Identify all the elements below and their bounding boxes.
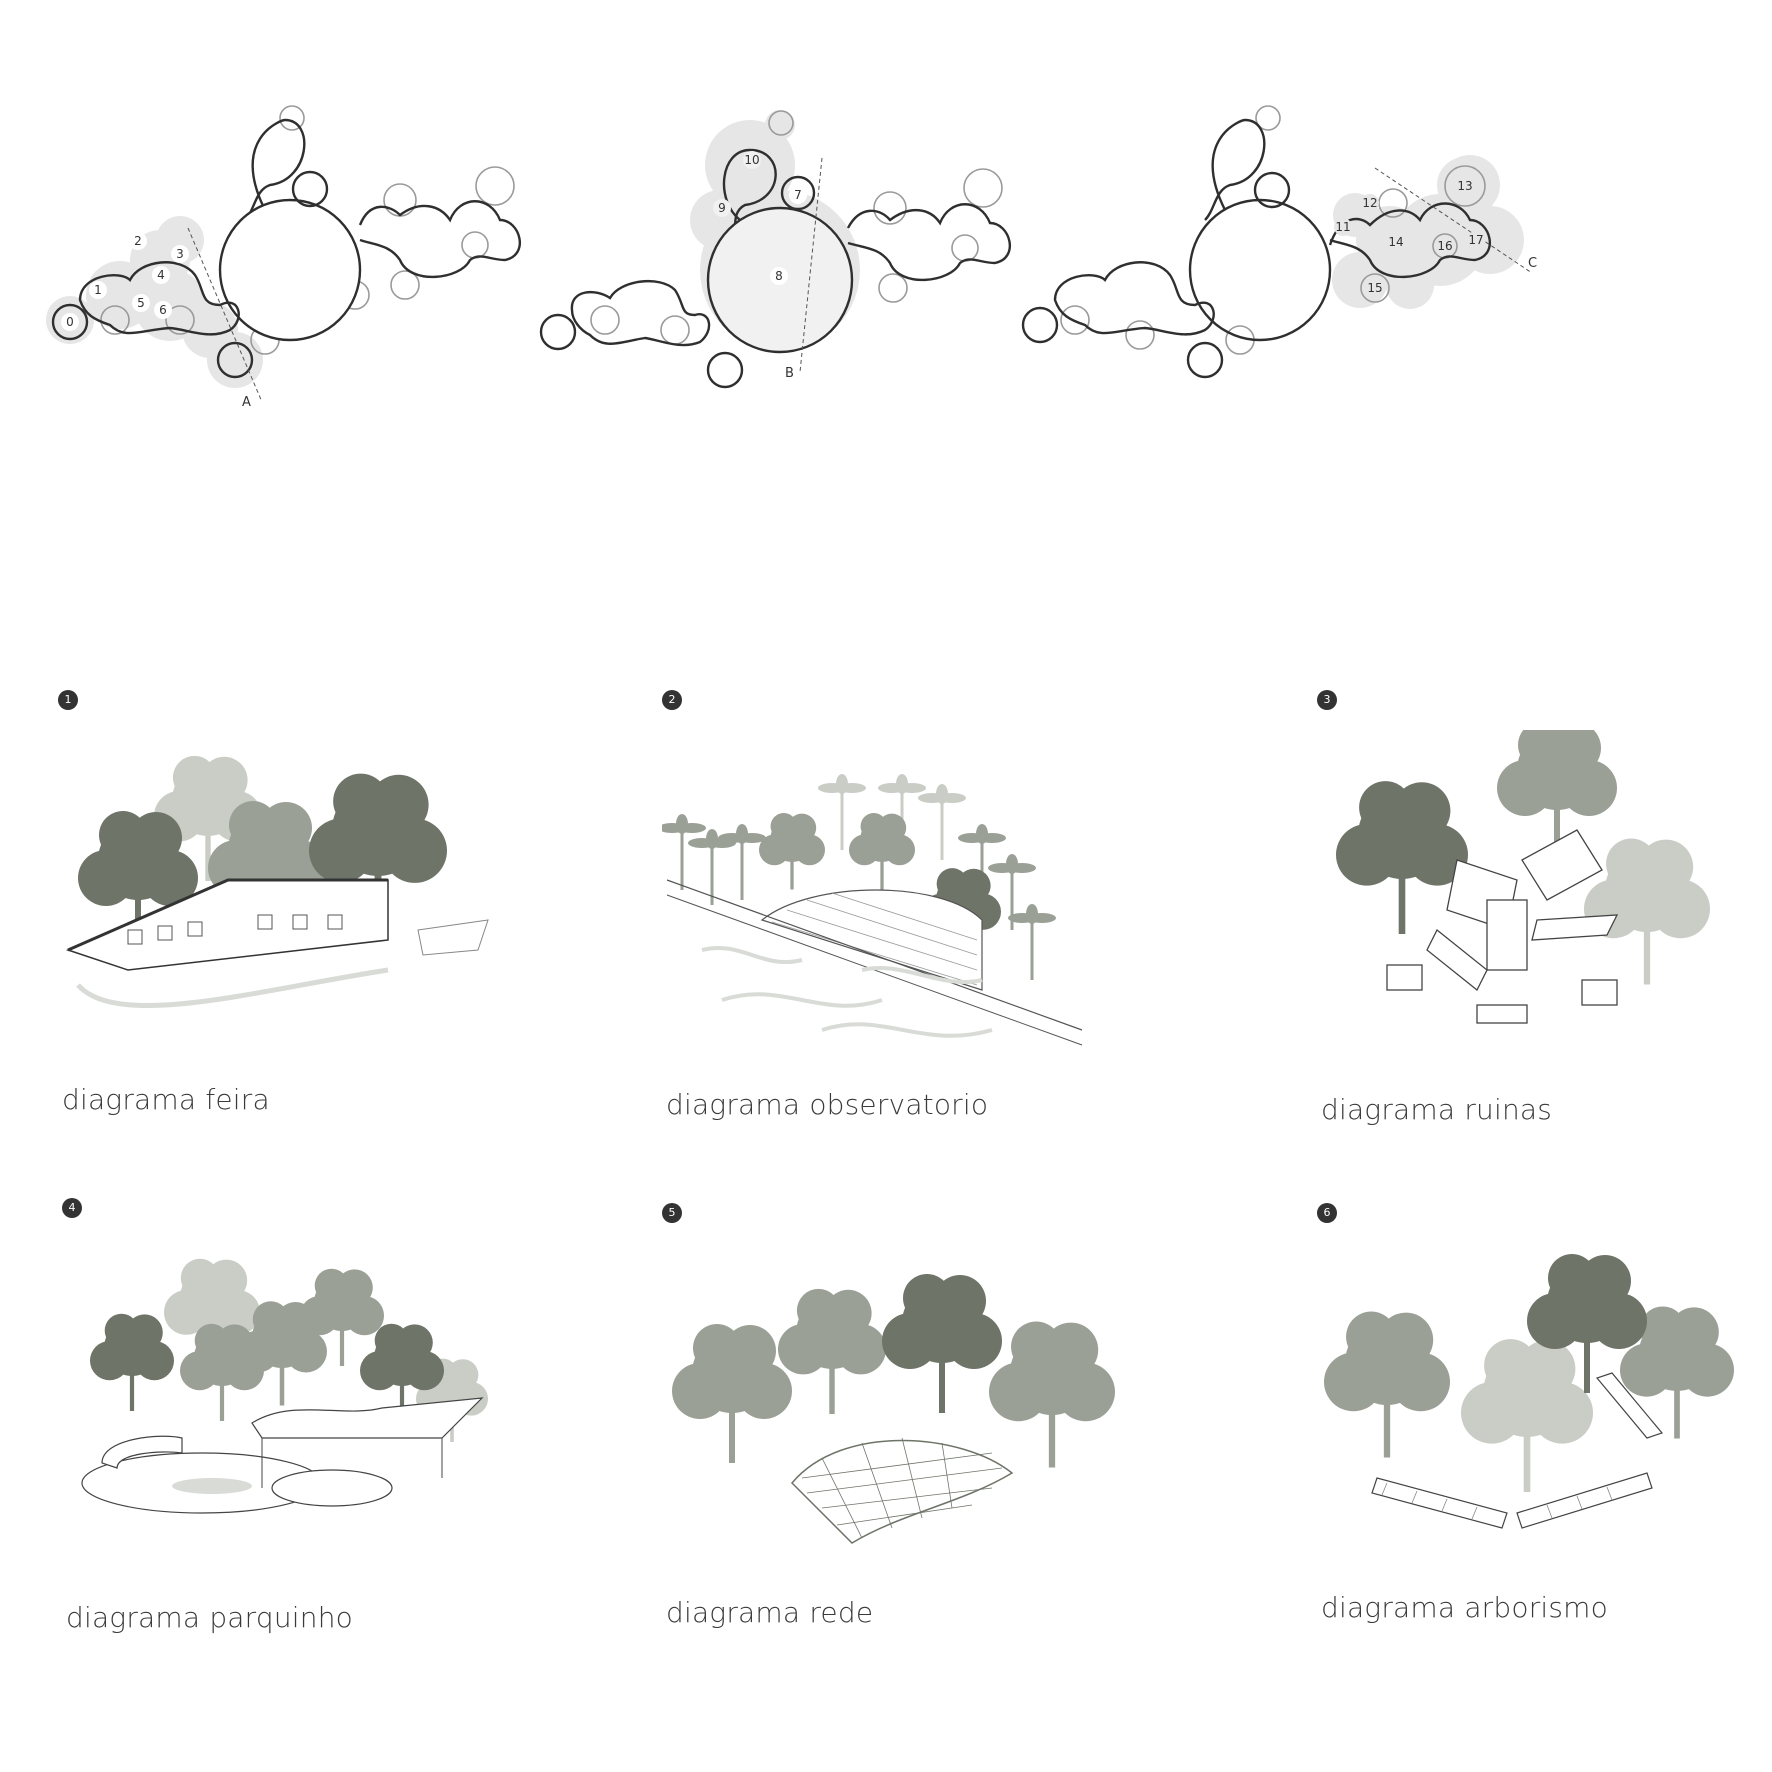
site-plan-1: A 0 1 2 3 4 5 6	[40, 80, 600, 480]
panel-caption: diagrama arborismo	[1321, 1591, 1608, 1624]
svg-text:12: 12	[1362, 196, 1377, 210]
svg-text:14: 14	[1388, 235, 1403, 249]
panel-number-badge: 2	[662, 690, 682, 710]
plan-2-drawing: B 10 9 7 8	[539, 110, 1011, 389]
section-line	[1374, 167, 1533, 274]
svg-text:2: 2	[134, 234, 142, 248]
illustration-feira	[58, 730, 528, 1060]
panel-number-badge: 5	[662, 1203, 682, 1223]
site-plan-2: B 10 9 7 8	[539, 80, 1160, 480]
panel-ruinas: 3 diagrama ruinas	[1317, 690, 1772, 1126]
panel-number-badge: 1	[58, 690, 78, 710]
panel-number-badge: 4	[62, 1198, 82, 1218]
plan-1-drawing: A 0 1 2 3 4 5 6	[46, 105, 521, 410]
plan-3-drawing: C 13 12 11 14 16 17 15	[1021, 105, 1537, 379]
illustration-rede	[662, 1243, 1132, 1573]
svg-text:13: 13	[1457, 179, 1472, 193]
panel-number-badge: 3	[1317, 690, 1337, 710]
section-line	[799, 157, 823, 373]
svg-text:4: 4	[157, 268, 165, 282]
svg-text:15: 15	[1367, 281, 1382, 295]
secondary-circles	[590, 110, 1003, 345]
panel-caption: diagrama observatorio	[666, 1088, 989, 1121]
panel-caption: diagrama ruinas	[1321, 1093, 1553, 1126]
illustration-parquinho	[62, 1238, 532, 1568]
main-outline	[51, 118, 521, 379]
section-label: A	[242, 395, 251, 410]
svg-text:8: 8	[775, 269, 783, 283]
site-plan-3: C 13 12 11 14 16 17 15	[1021, 80, 1720, 480]
section-label: B	[785, 366, 794, 381]
panel-caption: diagrama parquinho	[66, 1601, 353, 1634]
section-label: C	[1528, 256, 1537, 271]
svg-text:1: 1	[94, 283, 102, 297]
panel-caption: diagrama feira	[62, 1083, 270, 1116]
svg-text:10: 10	[744, 153, 759, 167]
panel-parquinho: 4 diagrama parquinho	[62, 1198, 532, 1634]
main-outline	[1021, 118, 1491, 379]
plan-numbers: 13 12 11 14 16 17 15	[1334, 177, 1485, 297]
svg-text:9: 9	[718, 201, 726, 215]
illustration-ruinas	[1317, 721, 1772, 1060]
panel-caption: diagrama rede	[666, 1596, 874, 1629]
panel-arborismo: 6 diagrama arborismo	[1317, 1203, 1772, 1633]
svg-text:5: 5	[137, 296, 145, 310]
illustration-observatorio	[658, 730, 1132, 1060]
svg-text:11: 11	[1335, 220, 1350, 234]
plan-numbers: 0 1 2 3 4 5 6	[61, 232, 189, 331]
svg-text:0: 0	[66, 315, 74, 329]
svg-text:6: 6	[159, 303, 167, 317]
panel-feira: 1 diagrama feira	[58, 690, 528, 1120]
svg-text:3: 3	[176, 247, 184, 261]
illustration-arborismo	[1317, 1243, 1772, 1573]
panel-rede: 5 diagrama rede	[662, 1203, 1132, 1633]
svg-text:17: 17	[1468, 233, 1483, 247]
panel-number-badge: 6	[1317, 1203, 1337, 1223]
section-line	[187, 227, 263, 403]
svg-text:7: 7	[794, 188, 802, 202]
svg-text:16: 16	[1437, 239, 1452, 253]
plan-numbers: 10 9 7 8	[713, 151, 807, 285]
panel-observatorio: 2 diagrama observatorio	[658, 690, 1132, 1121]
